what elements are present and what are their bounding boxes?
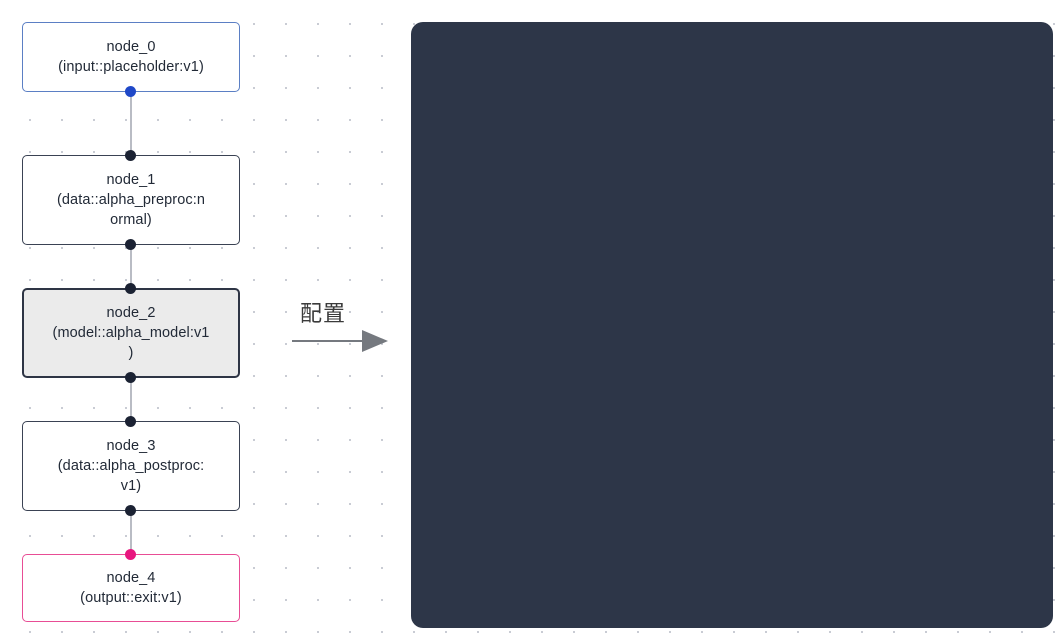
edge-node2-node3[interactable] — [130, 374, 133, 424]
node_2-input-handle[interactable] — [125, 283, 136, 294]
graph-node-label: node_3 (data::alpha_postproc: v1) — [57, 438, 205, 494]
node_4-input-handle[interactable] — [125, 549, 136, 560]
graph-node-label: node_2 (model::alpha_model:v1 ) — [52, 305, 210, 361]
flow-arrow-label: 配置 — [300, 302, 347, 327]
graph-node-node_4[interactable]: node_4 (output::exit:v1) — [22, 554, 240, 622]
graph-node-node_0[interactable]: node_0 (input::placeholder:v1) — [22, 22, 240, 92]
node-config-panel — [411, 22, 1053, 628]
graph-node-node_3[interactable]: node_3 (data::alpha_postproc: v1) — [22, 421, 240, 511]
edge-node0-node1[interactable] — [130, 88, 133, 158]
edge-node3-node4[interactable] — [130, 508, 133, 556]
node_1-input-handle[interactable] — [125, 150, 136, 161]
flow-arrow-group: 配置 — [292, 296, 392, 358]
node_2-output-handle[interactable] — [125, 372, 136, 383]
graph-node-label: node_4 (output::exit:v1) — [80, 570, 182, 606]
graph-node-node_2[interactable]: node_2 (model::alpha_model:v1 ) — [22, 288, 240, 378]
graph-node-node_1[interactable]: node_1 (data::alpha_preproc:n ormal) — [22, 155, 240, 245]
node_3-output-handle[interactable] — [125, 505, 136, 516]
graph-node-label: node_1 (data::alpha_preproc:n ormal) — [56, 172, 206, 228]
flow-arrow-icon — [292, 330, 388, 352]
node_3-input-handle[interactable] — [125, 416, 136, 427]
node_1-output-handle[interactable] — [125, 239, 136, 250]
edge-node1-node2[interactable] — [130, 241, 133, 291]
graph-node-label: node_0 (input::placeholder:v1) — [58, 39, 204, 75]
node_0-output-handle[interactable] — [125, 86, 136, 97]
